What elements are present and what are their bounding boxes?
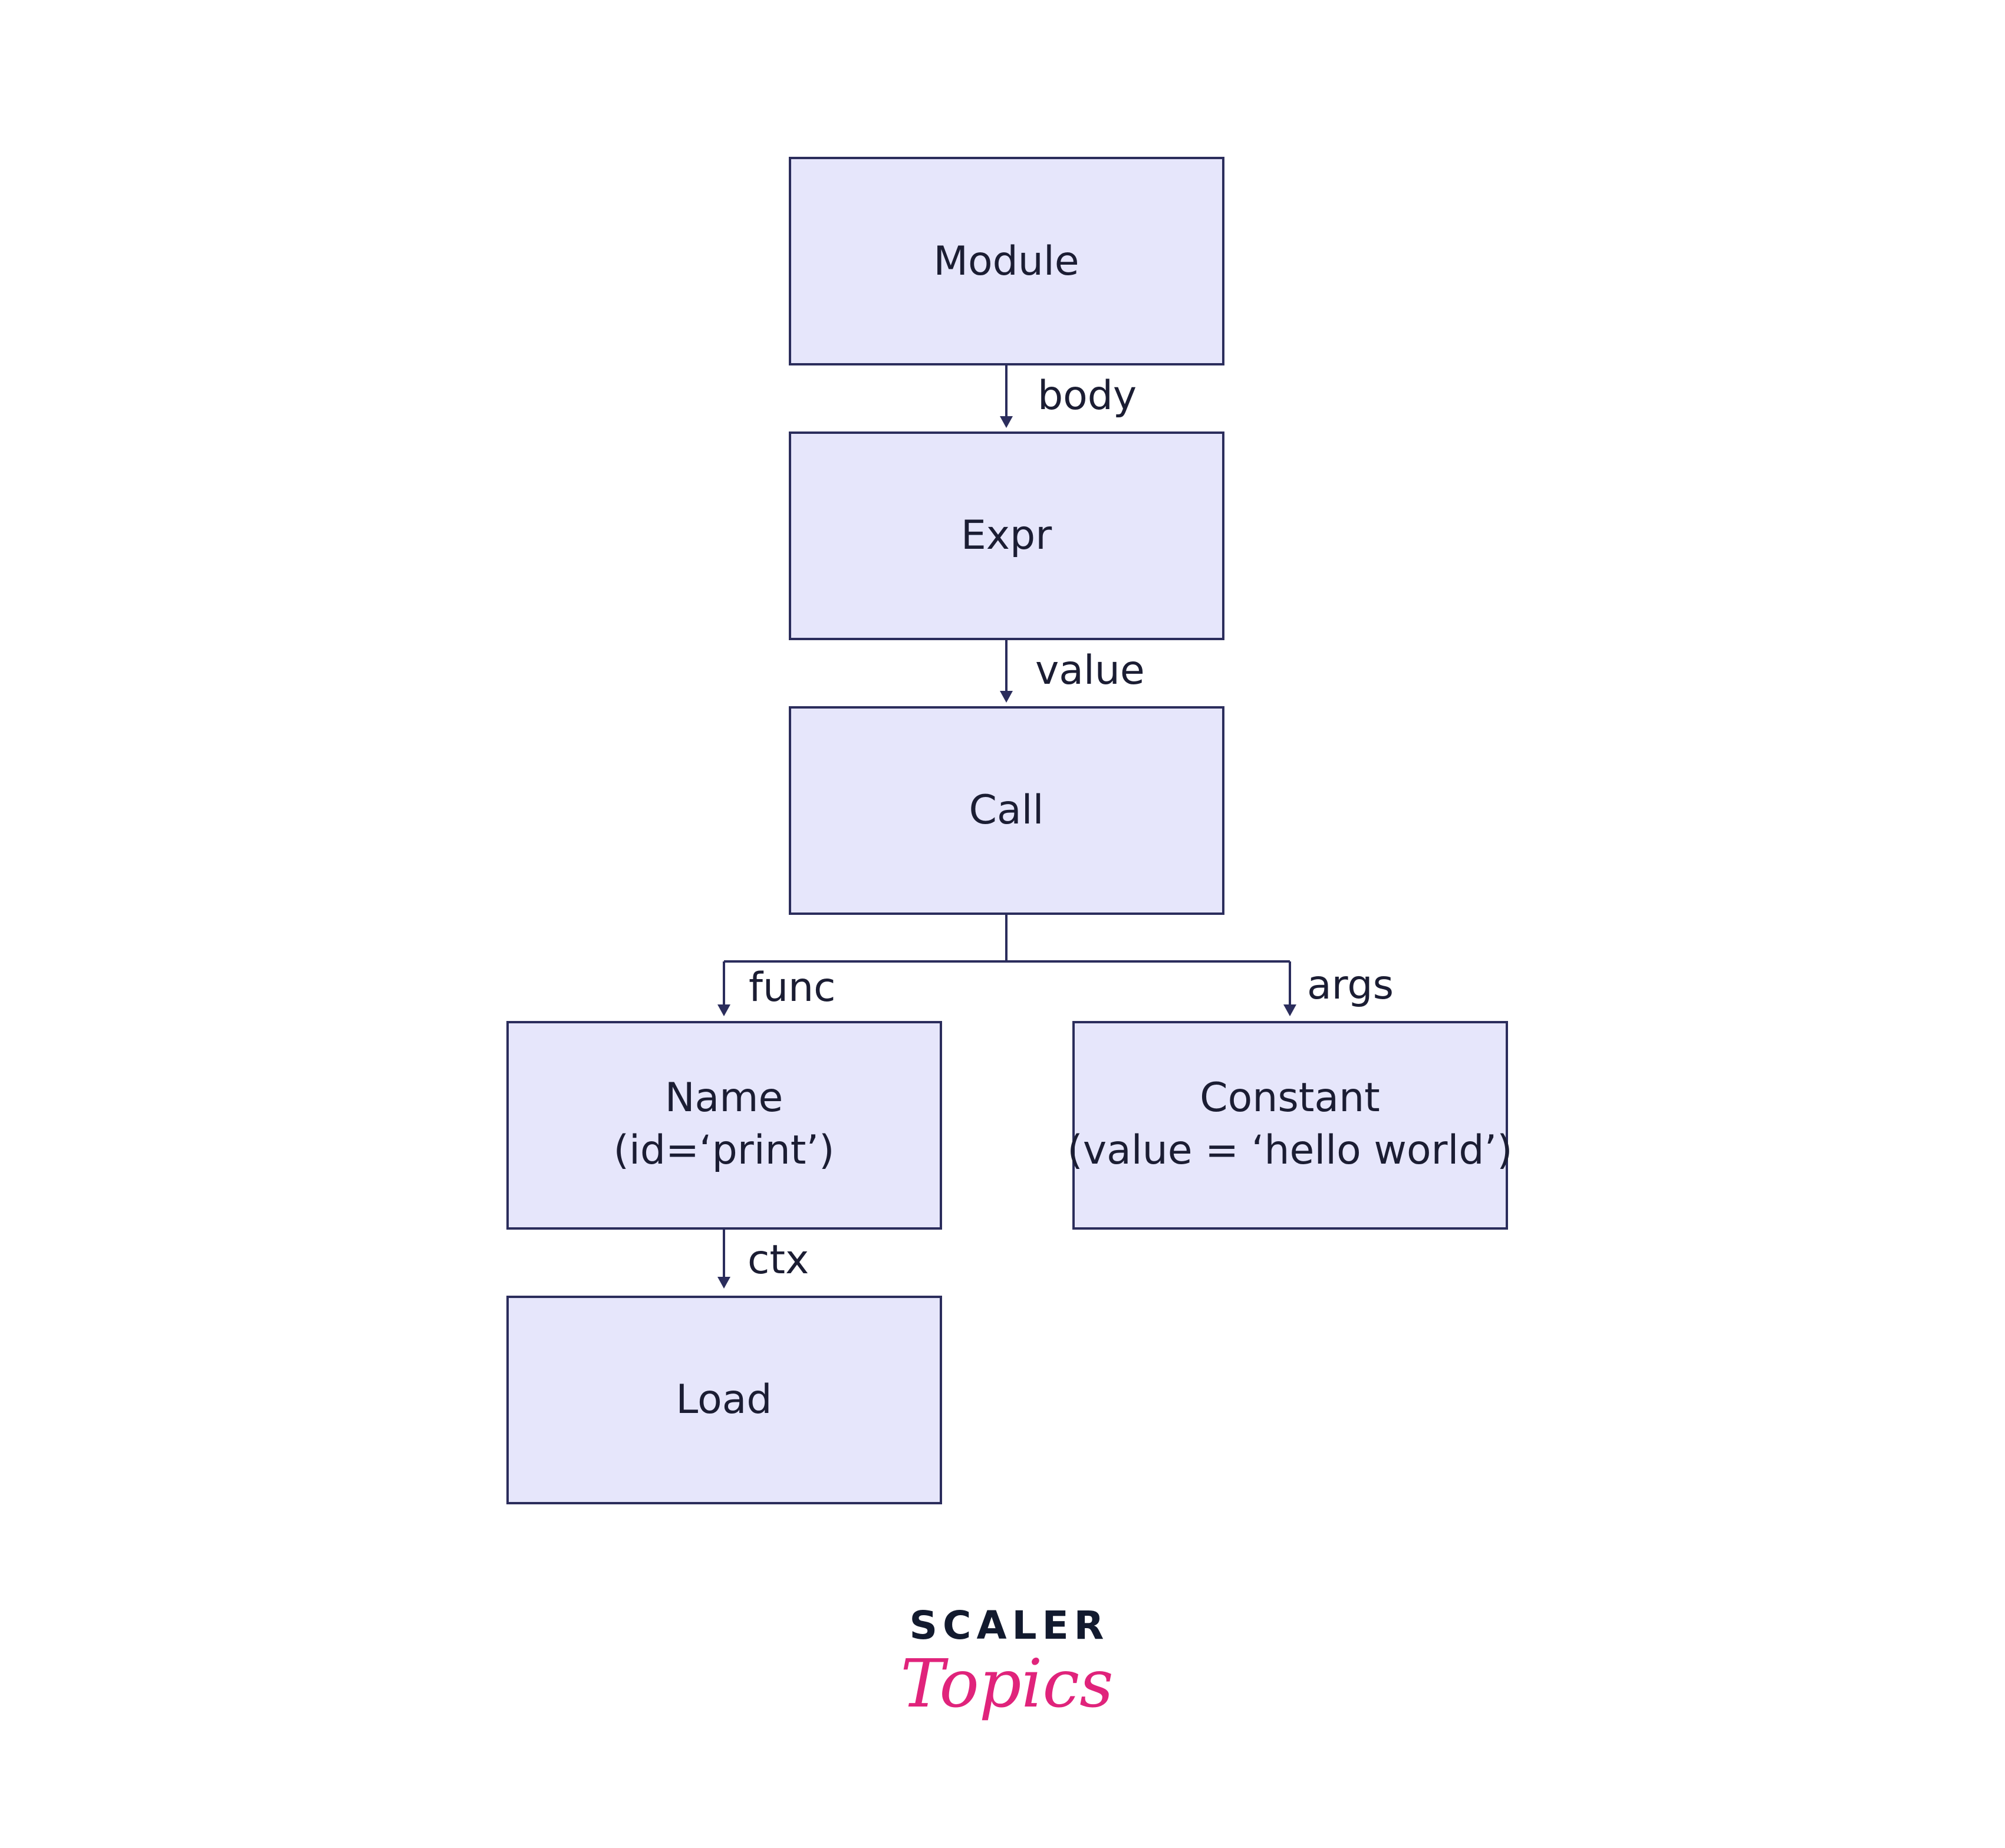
arrowhead-func [717,1004,730,1016]
logo-topics-text: Topics [900,1646,1113,1722]
node-name: Name (id=‘print’) [506,1021,942,1230]
edge-label-value: value [1035,647,1145,694]
arrowhead-args [1283,1004,1296,1016]
node-constant-detail: (value = ‘hello world’) [1067,1127,1512,1174]
node-name-label: Name [665,1075,783,1121]
edge-name-load: ctx [717,1228,809,1289]
edge-expr-call: value [1000,639,1145,703]
edge-label-ctx: ctx [748,1237,809,1283]
scaler-topics-logo: SCALER Topics [900,1603,1113,1722]
node-expr: Expr [789,431,1224,640]
node-load: Load [506,1296,942,1504]
node-constant-label: Constant [1200,1075,1380,1121]
edge-call-branch [724,914,1290,963]
arrowhead-value [1000,691,1013,703]
edge-label-args: args [1307,962,1394,1009]
edge-label-body: body [1038,373,1137,419]
node-module-label: Module [933,238,1079,285]
edge-call-name: func [717,961,836,1016]
arrowhead-ctx [717,1277,730,1289]
node-constant: Constant (value = ‘hello world’) [1067,1021,1513,1230]
node-module: Module [789,157,1224,365]
arrowhead-body [1000,416,1013,428]
edge-call-constant: args [1283,961,1394,1016]
edge-module-expr: body [1000,364,1137,428]
edge-label-func: func [749,964,836,1011]
node-call: Call [789,706,1224,915]
logo-scaler-text: SCALER [909,1603,1109,1648]
node-name-detail: (id=‘print’) [613,1127,834,1174]
node-call-label: Call [969,787,1044,834]
node-load-label: Load [676,1376,772,1423]
node-expr-label: Expr [961,512,1052,559]
